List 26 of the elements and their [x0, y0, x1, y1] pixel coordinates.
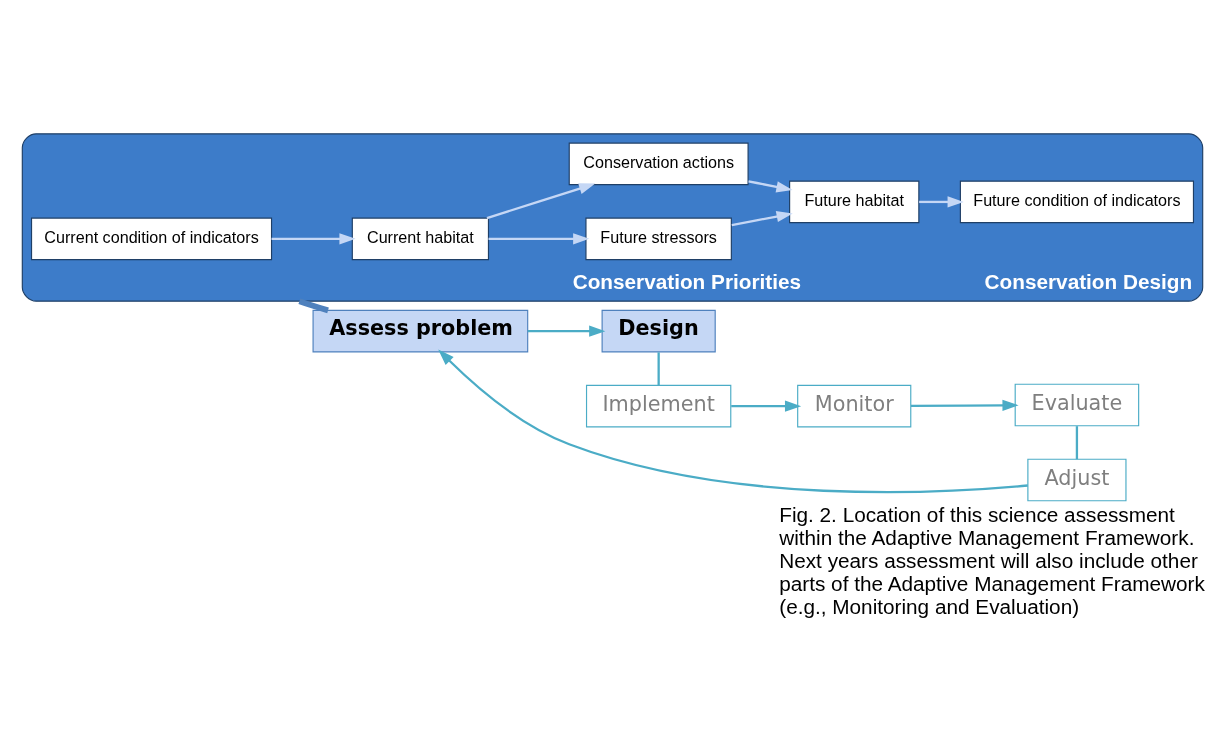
arrow [271, 232, 356, 244]
arrow [731, 400, 802, 412]
node-box: Adjust [1027, 458, 1127, 501]
arrow [438, 348, 1028, 493]
arrow [748, 179, 793, 192]
connector [657, 351, 660, 385]
arrow [731, 210, 793, 226]
node-box: Design [601, 309, 716, 352]
node-box: Evaluate [1014, 383, 1140, 426]
caption: Fig. 2. Location of this science assessment within the Adaptive Management Framework. Next years assessment will also include other parts of the Adaptive Management Framework (e.g., Monitoring and Evaluation) [779, 502, 1205, 618]
node-box: Assess problem [312, 309, 529, 352]
connector [1075, 425, 1079, 459]
node-box: Future habitat [789, 180, 920, 223]
arrow [911, 399, 1019, 411]
node-box: Implement [585, 384, 732, 427]
arrow [488, 232, 590, 244]
connector [298, 297, 329, 313]
node-box: Future stressors [585, 217, 732, 260]
node-box: Future condition of indicators [959, 180, 1195, 223]
arrow [527, 325, 606, 337]
node-box: Conservation actions [568, 142, 749, 185]
node-box: Current condition of indicators [30, 217, 273, 260]
node-box: Monitor [797, 384, 912, 427]
arrow [486, 182, 596, 219]
node-box: Current habitat [351, 217, 490, 260]
arrow [919, 195, 964, 208]
